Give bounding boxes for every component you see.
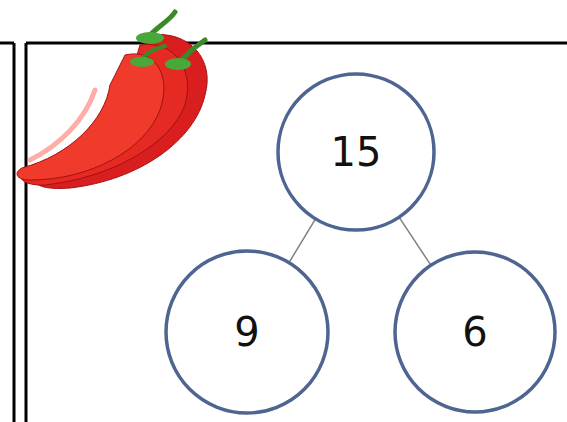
number-label: 6: [462, 312, 487, 352]
bond-line: [289, 220, 315, 262]
number-label: 9: [234, 312, 259, 352]
number-circle: 9: [164, 249, 330, 415]
number-circle: 15: [276, 72, 436, 232]
bond-line: [400, 218, 431, 265]
number-label: 15: [331, 132, 382, 172]
number-circle: 6: [393, 250, 557, 414]
chili-peppers: [17, 12, 207, 188]
page-frame: [0, 43, 567, 422]
